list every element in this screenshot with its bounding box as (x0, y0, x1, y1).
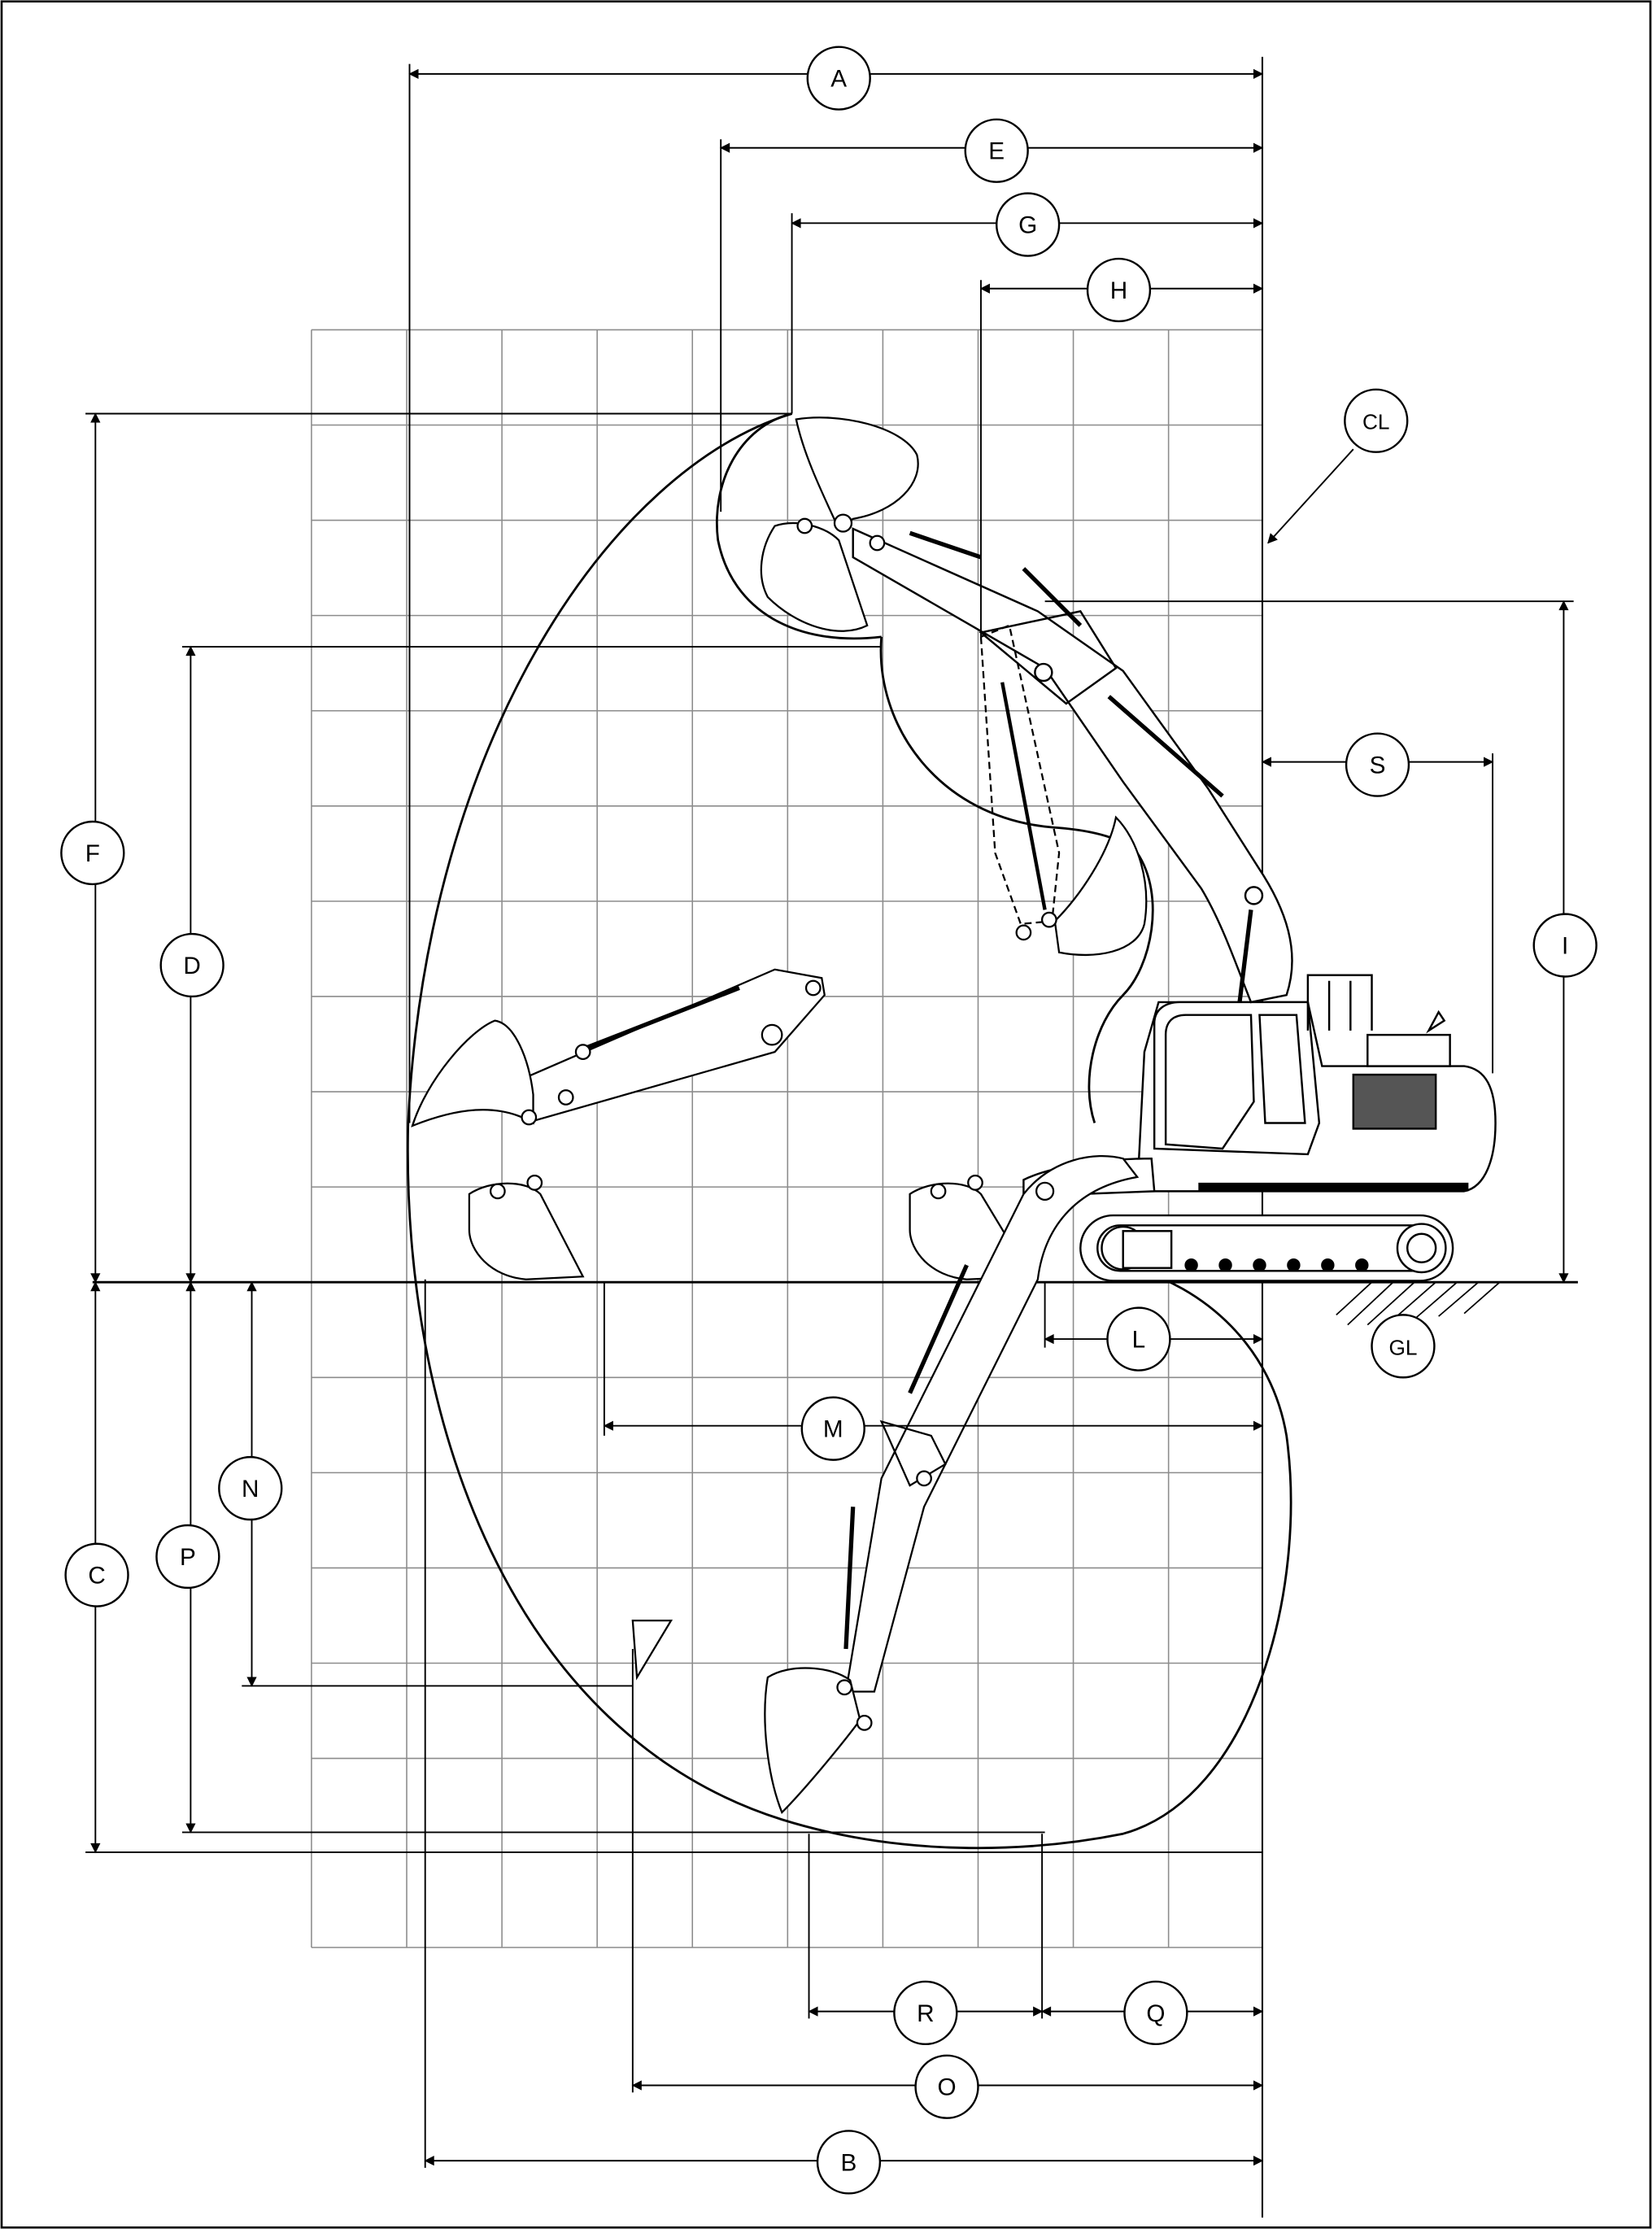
callout-label-c: C (88, 1563, 105, 1590)
ground-hatch (1336, 1281, 1501, 1326)
arm-horizontal-pose (411, 968, 826, 1127)
callout-f: F (60, 820, 125, 886)
callout-b: B (816, 2130, 882, 2195)
callout-label-f: F (85, 840, 100, 867)
main-boom (852, 527, 1293, 1004)
callout-label-l: L (1132, 1327, 1146, 1354)
callout-cl: CL (1344, 388, 1409, 453)
callout-r: R (893, 1980, 958, 2046)
callout-n: N (218, 1455, 283, 1521)
callout-label-d: D (183, 953, 200, 979)
callout-label-a: A (830, 66, 847, 93)
callout-q: Q (1123, 1980, 1188, 2046)
callout-label-i: I (1562, 933, 1568, 960)
callout-gl: GL (1371, 1314, 1436, 1379)
callout-g: G (995, 192, 1061, 257)
operator-cab (1153, 1001, 1321, 1156)
callout-label-n: N (242, 1476, 259, 1502)
callout-s: S (1345, 732, 1410, 797)
boom-arm-upper-pose (852, 527, 1293, 1004)
radiator-grille (1352, 1073, 1437, 1130)
bucket-top-pose (760, 417, 982, 632)
callout-label-q: Q (1146, 2000, 1165, 2027)
callout-o: O (914, 2054, 979, 2119)
callout-label-m: M (823, 1416, 843, 1443)
callout-e: E (964, 118, 1029, 183)
callout-label-p: P (180, 1544, 196, 1571)
bucket-ground-left (468, 1175, 585, 1280)
callout-c: C (64, 1542, 129, 1607)
callout-d: D (159, 932, 224, 998)
callout-label-r: R (917, 2000, 934, 2027)
boom-deep-dig-pose (631, 1154, 1140, 1815)
callout-a: A (806, 46, 871, 111)
callout-label-g: G (1018, 212, 1037, 239)
callout-label-h: H (1110, 277, 1127, 304)
callout-l: L (1106, 1306, 1171, 1372)
callout-label-e: E (988, 138, 1005, 165)
callout-label-o: O (937, 2074, 956, 2101)
callout-i: I (1532, 913, 1598, 978)
arm-folded-pose (979, 624, 1148, 957)
callout-h: H (1086, 257, 1152, 323)
excavator-machine (1022, 974, 1497, 1282)
callout-label-cl: CL (1362, 410, 1389, 434)
callout-p: P (155, 1524, 220, 1590)
callout-m: M (800, 1396, 865, 1461)
callout-label-b: B (841, 2149, 857, 2176)
callout-labels: A E G H CL S F D I L GL M N C P R Q O B (60, 46, 1598, 2195)
callout-label-gl: GL (1388, 1335, 1417, 1359)
callout-label-s: S (1370, 752, 1386, 779)
